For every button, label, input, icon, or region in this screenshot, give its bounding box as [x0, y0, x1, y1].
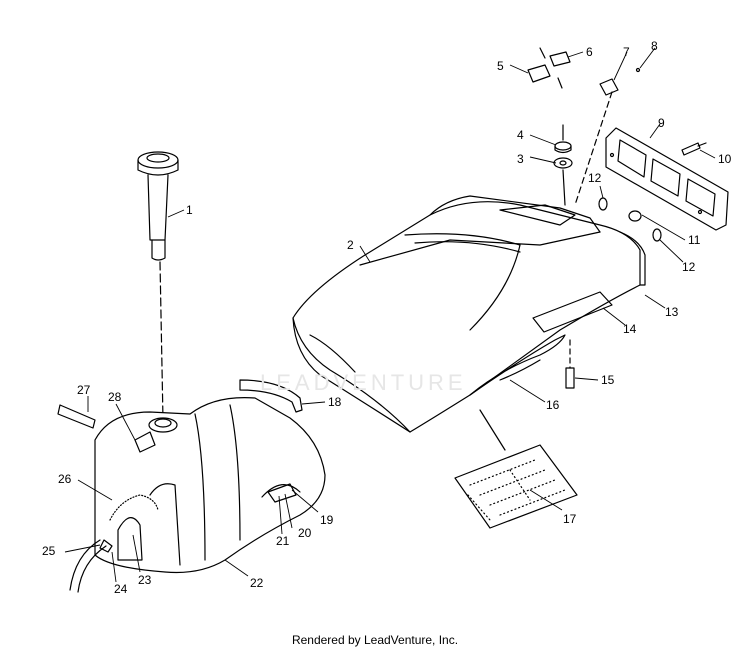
callout-17: 17: [563, 512, 577, 526]
clip-parts: [527, 47, 571, 89]
callout-12-a: 12: [588, 171, 602, 185]
callout-22: 22: [250, 576, 264, 590]
callout-20: 20: [298, 526, 312, 540]
callout-27: 27: [77, 383, 91, 397]
callout-21: 21: [276, 534, 290, 548]
callout-24: 24: [114, 582, 128, 596]
callout-3: 3: [517, 152, 524, 166]
watermark-logo: LEADVENTURE: [260, 370, 467, 395]
leader-lines: [64, 47, 716, 583]
grommet-nut-part: [553, 124, 573, 206]
filler-neck-part: [137, 151, 179, 421]
lamp-housing-part: [605, 127, 729, 231]
callout-23: 23: [138, 573, 152, 587]
callout-11: 11: [688, 233, 701, 247]
callout-2: 2: [347, 238, 354, 252]
callout-6: 6: [586, 45, 593, 59]
decal-part: [532, 291, 613, 333]
callout-12-b: 12: [682, 260, 696, 274]
callout-labels: 1 2 3 4 5 6 7 8 9 10 11 12 12 13 14 15 1…: [42, 39, 732, 596]
callout-14: 14: [623, 322, 637, 336]
callout-13: 13: [665, 305, 679, 319]
seat-assembly-part: [292, 195, 646, 451]
callout-26: 26: [58, 472, 72, 486]
callout-28: 28: [108, 390, 122, 404]
callout-4: 4: [517, 128, 524, 142]
callout-7: 7: [623, 45, 630, 59]
fuel-tank-part: [94, 397, 326, 574]
callout-10: 10: [718, 152, 732, 166]
footer-credit: Rendered by LeadVenture, Inc.: [291, 633, 459, 647]
callout-16: 16: [546, 398, 560, 412]
callout-18: 18: [328, 395, 342, 409]
screw-part: [681, 142, 707, 156]
callout-9: 9: [658, 116, 665, 130]
bracket-screw-part: [574, 67, 641, 206]
callout-19: 19: [320, 513, 334, 527]
seat-screw-part: [565, 339, 575, 389]
hose-parts: [57, 404, 113, 593]
callout-15: 15: [601, 373, 615, 387]
callout-8: 8: [651, 39, 658, 53]
foam-pad-part: [454, 444, 578, 529]
callout-25: 25: [42, 544, 56, 558]
callout-1: 1: [186, 203, 193, 217]
strap-part: [239, 379, 303, 413]
callout-5: 5: [497, 59, 504, 73]
